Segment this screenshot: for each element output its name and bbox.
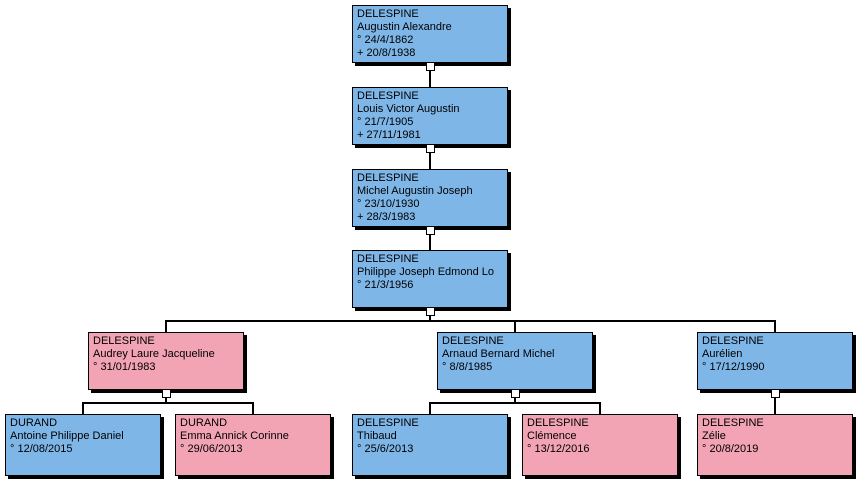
branch-handle[interactable] [511, 389, 520, 398]
connector-line [165, 320, 167, 332]
person-surname: DURAND [180, 417, 228, 429]
person-death-date: + 27/11/1981 [357, 129, 421, 141]
person-box-thibaud[interactable]: DELESPINE Thibaud ° 25/6/2013 [352, 414, 508, 476]
connector-line [514, 320, 516, 332]
person-birth-date: ° 13/12/2016 [527, 443, 590, 455]
person-birth-date: ° 20/8/2019 [702, 443, 759, 455]
person-birth-date: ° 24/4/1862 [357, 34, 414, 46]
person-given-names: Augustin Alexandre [357, 21, 452, 33]
person-box-michel-augustin-joseph[interactable]: DELESPINE Michel Augustin Joseph ° 23/10… [352, 169, 508, 227]
person-given-names: Thibaud [357, 430, 397, 442]
person-birth-date: ° 17/12/1990 [702, 361, 765, 373]
person-surname: DELESPINE [357, 172, 419, 184]
person-birth-date: ° 12/08/2015 [10, 443, 73, 455]
person-birth-date: ° 21/7/1905 [357, 116, 414, 128]
person-given-names: Philippe Joseph Edmond Lo [357, 266, 494, 278]
connector-line [774, 390, 776, 414]
connector-line [599, 402, 601, 414]
person-birth-date: ° 23/10/1930 [357, 198, 420, 210]
person-surname: DELESPINE [357, 8, 419, 20]
person-box-augustin-alexandre[interactable]: DELESPINE Augustin Alexandre ° 24/4/1862… [352, 5, 508, 63]
connector-line [429, 63, 431, 87]
branch-handle[interactable] [162, 389, 171, 398]
person-box-arnaud-bernard-michel[interactable]: DELESPINE Arnaud Bernard Michel ° 8/8/19… [437, 332, 593, 390]
connector-line [252, 402, 254, 414]
branch-handle[interactable] [426, 226, 435, 235]
person-surname: DELESPINE [93, 335, 155, 347]
person-box-clemence[interactable]: DELESPINE Clémence ° 13/12/2016 [522, 414, 678, 476]
connector-line [166, 320, 776, 322]
branch-handle[interactable] [426, 307, 435, 316]
person-box-aurelien[interactable]: DELESPINE Aurélien ° 17/12/1990 [697, 332, 853, 390]
person-given-names: Louis Victor Augustin [357, 103, 460, 115]
person-given-names: Arnaud Bernard Michel [442, 348, 555, 360]
connector-line [774, 320, 776, 332]
person-surname: DELESPINE [357, 253, 419, 265]
person-death-date: + 28/3/1983 [357, 211, 416, 223]
person-box-zelie[interactable]: DELESPINE Zélie ° 20/8/2019 [697, 414, 853, 476]
person-box-philippe-joseph-edmond[interactable]: DELESPINE Philippe Joseph Edmond Lo ° 21… [352, 250, 508, 308]
person-given-names: Clémence [527, 430, 577, 442]
person-surname: DELESPINE [357, 417, 419, 429]
person-surname: DELESPINE [527, 417, 589, 429]
person-birth-date: ° 29/06/2013 [180, 443, 243, 455]
person-box-antoine-philippe-daniel[interactable]: DURAND Antoine Philippe Daniel ° 12/08/2… [5, 414, 161, 476]
person-box-audrey-laure-jacqueline[interactable]: DELESPINE Audrey Laure Jacqueline ° 31/0… [88, 332, 244, 390]
person-surname: DURAND [10, 417, 58, 429]
person-given-names: Emma Annick Corinne [180, 430, 289, 442]
connector-line [429, 145, 431, 169]
person-surname: DELESPINE [442, 335, 504, 347]
person-birth-date: ° 8/8/1985 [442, 361, 493, 373]
branch-handle[interactable] [426, 62, 435, 71]
person-given-names: Michel Augustin Joseph [357, 185, 473, 197]
person-given-names: Audrey Laure Jacqueline [93, 348, 215, 360]
person-surname: DELESPINE [702, 335, 764, 347]
person-surname: DELESPINE [702, 417, 764, 429]
connector-line [429, 402, 431, 414]
connector-line [430, 402, 601, 404]
person-surname: DELESPINE [357, 90, 419, 102]
person-given-names: Antoine Philippe Daniel [10, 430, 124, 442]
person-given-names: Zélie [702, 430, 726, 442]
branch-handle[interactable] [426, 144, 435, 153]
connector-line [429, 227, 431, 250]
person-given-names: Aurélien [702, 348, 743, 360]
connector-line [82, 402, 84, 414]
connector-line [83, 402, 254, 404]
person-death-date: + 20/8/1938 [357, 47, 416, 59]
branch-handle[interactable] [771, 389, 780, 398]
person-birth-date: ° 21/3/1956 [357, 279, 414, 291]
person-box-emma-annick-corinne[interactable]: DURAND Emma Annick Corinne ° 29/06/2013 [175, 414, 331, 476]
person-box-louis-victor-augustin[interactable]: DELESPINE Louis Victor Augustin ° 21/7/1… [352, 87, 508, 145]
person-birth-date: ° 25/6/2013 [357, 443, 414, 455]
person-birth-date: ° 31/01/1983 [93, 361, 156, 373]
